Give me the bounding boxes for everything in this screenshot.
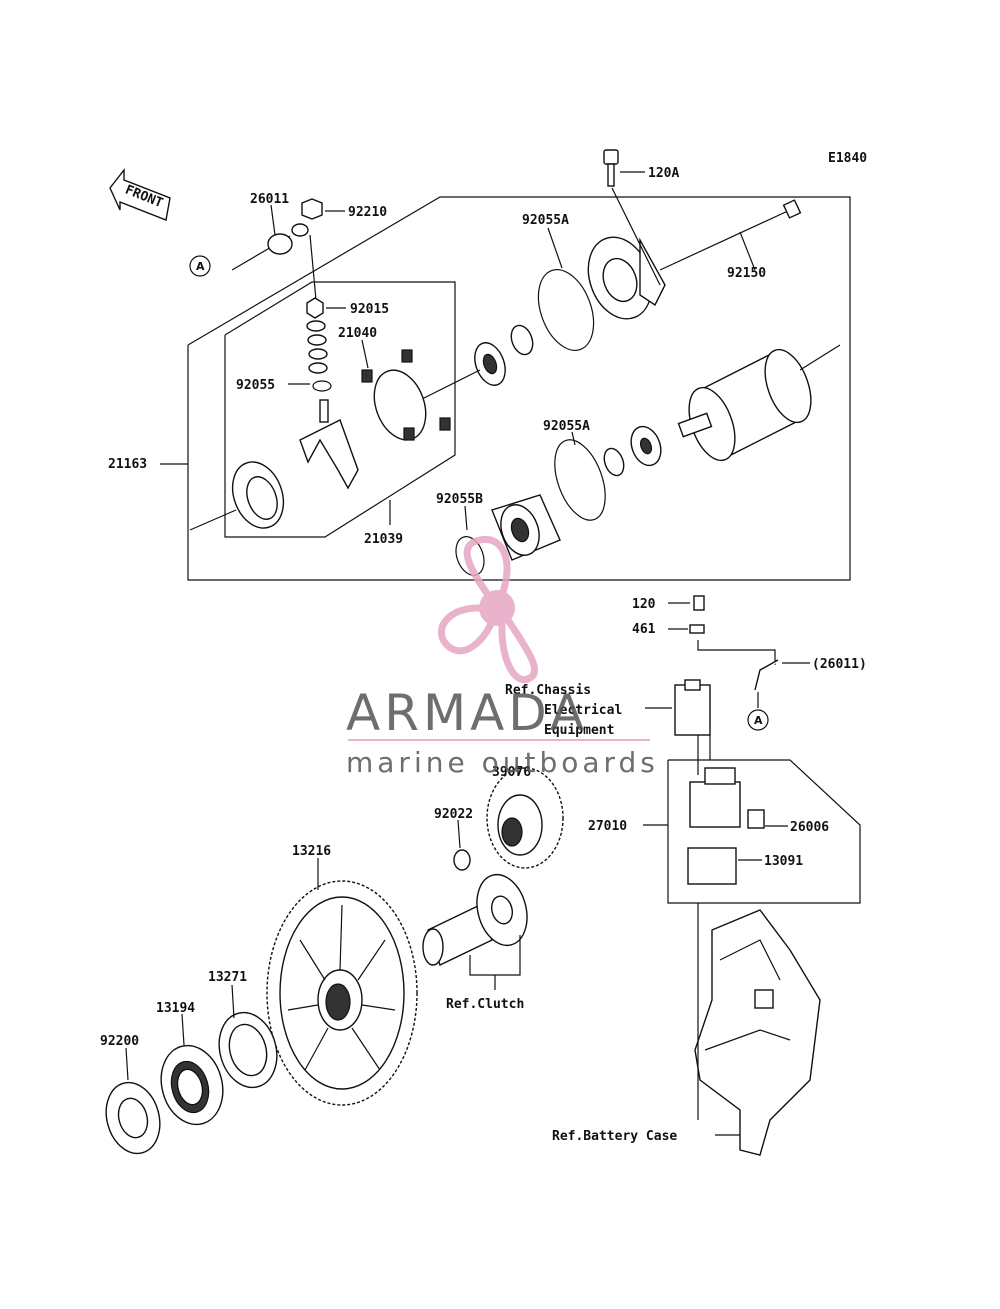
gasket-92200 xyxy=(105,1047,161,1155)
end-cover xyxy=(587,187,666,320)
o-ring-92055A-top xyxy=(537,269,595,351)
cable-26011 xyxy=(754,659,810,691)
terminal-bolt-26011 xyxy=(231,204,317,301)
ref-clutch: Ref.Clutch xyxy=(446,997,524,1012)
front-cover xyxy=(491,494,561,561)
label-13216: 13216 xyxy=(292,844,331,859)
nut-92015 xyxy=(306,297,346,319)
svg-text:A: A xyxy=(754,714,763,727)
battery-case xyxy=(694,909,821,1156)
fuse-26006 xyxy=(747,809,788,829)
starter-gear-13216 xyxy=(266,858,418,1106)
label-13091: 13091 xyxy=(764,854,803,869)
watermark-tagline: marine outboards xyxy=(346,746,659,779)
propeller-logo-icon xyxy=(437,536,539,684)
label-92150: 92150 xyxy=(727,266,766,281)
ref-chassis-line1: Ref.Chassis xyxy=(505,683,591,698)
label-27010: 27010 xyxy=(588,819,627,834)
label-461: 461 xyxy=(632,622,656,637)
label-92055B: 92055B xyxy=(436,492,483,507)
label-92015: 92015 xyxy=(350,302,389,317)
motor-body xyxy=(677,344,841,462)
label-92200: 92200 xyxy=(100,1034,139,1049)
plate-13271 xyxy=(218,984,278,1089)
bearing-lower xyxy=(603,425,662,477)
label-26011-ref: (26011) xyxy=(812,657,867,672)
yoke-ring xyxy=(189,461,285,531)
ref-battery-case: Ref.Battery Case xyxy=(552,1129,677,1144)
front-arrow-icon: FRONT xyxy=(109,167,171,221)
washer-92022 xyxy=(453,819,471,871)
label-92055A-mid: 92055A xyxy=(543,419,590,434)
watermark-brand: ARMADA xyxy=(346,684,588,742)
label-92210: 92210 xyxy=(348,205,387,220)
label-26011: 26011 xyxy=(250,192,289,207)
label-26006: 26006 xyxy=(790,820,829,835)
assembly-outline-21039 xyxy=(224,281,456,538)
svg-text:A: A xyxy=(196,260,205,273)
starter-relay xyxy=(689,767,741,828)
relay-bracket xyxy=(674,679,711,736)
bolt-120A xyxy=(603,149,645,187)
bolt-92150 xyxy=(659,199,802,271)
label-92055: 92055 xyxy=(236,378,275,393)
washer-stack xyxy=(306,320,328,374)
clutch-shaft xyxy=(422,873,528,990)
callout-a-right: A xyxy=(747,709,769,731)
callout-a-left: A xyxy=(189,255,211,277)
label-21163: 21163 xyxy=(108,457,147,472)
bearing-upper xyxy=(419,324,534,401)
one-way-clutch-13194 xyxy=(160,1013,224,1126)
label-21039: 21039 xyxy=(364,532,403,547)
label-92022: 92022 xyxy=(434,807,473,822)
idle-gear-39076 xyxy=(486,767,564,869)
nut-92210 xyxy=(301,198,345,220)
diagram-code: E1840 xyxy=(828,151,867,166)
ref-chassis-line3: Equipment xyxy=(544,723,614,738)
bolt-120 xyxy=(668,595,705,611)
o-ring-92055A-mid xyxy=(554,439,606,521)
armada-watermark: ARMADA marine outboards xyxy=(346,536,659,779)
clip-461 xyxy=(668,624,705,634)
label-13194: 13194 xyxy=(156,1001,195,1016)
brush-plate-21040 xyxy=(361,339,451,441)
label-21040: 21040 xyxy=(338,326,377,341)
relay-cover-13091 xyxy=(687,847,762,885)
o-ring-92055 xyxy=(312,380,332,392)
label-13271: 13271 xyxy=(208,970,247,985)
label-120A: 120A xyxy=(648,166,679,181)
brush-holder xyxy=(299,399,359,490)
assembly-outline-21163 xyxy=(187,196,851,581)
label-39076: 39076 xyxy=(492,765,531,780)
ref-chassis-line2: Electrical xyxy=(544,703,622,718)
label-92055A-top: 92055A xyxy=(522,213,569,228)
label-120: 120 xyxy=(632,597,656,612)
